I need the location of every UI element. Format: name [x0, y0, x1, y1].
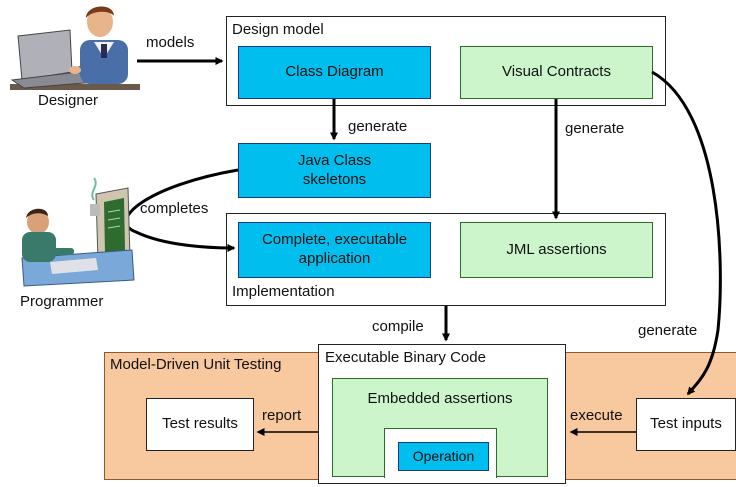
compile-label: compile	[372, 318, 424, 335]
test-inputs-box: Test inputs	[636, 398, 736, 451]
completes-label: completes	[140, 200, 209, 217]
report-label: report	[262, 407, 302, 424]
complete-app-line1: Complete, executable	[261, 231, 408, 249]
mdut-title: Model-Driven Unit Testing	[110, 356, 282, 373]
generate-left-label: generate	[348, 118, 408, 135]
binary-title: Executable Binary Code	[325, 349, 486, 366]
execute-label: execute	[570, 407, 623, 424]
operation-label: Operation	[412, 447, 475, 464]
visual-contracts-label: Visual Contracts	[502, 63, 611, 81]
test-results-label: Test results	[162, 415, 238, 433]
class-diagram-box: Class Diagram	[238, 46, 431, 99]
complete-app-box: Complete, executable application	[238, 222, 431, 278]
complete-app-line2: application	[298, 250, 371, 267]
designer-label: Designer	[38, 92, 99, 109]
embedded-assertions-label: Embedded assertions	[367, 390, 513, 407]
operation-box: Operation	[398, 442, 489, 471]
models-label: models	[146, 34, 195, 51]
test-results-box: Test results	[146, 398, 254, 451]
implementation-title: Implementation	[232, 283, 335, 300]
test-inputs-label: Test inputs	[650, 415, 722, 433]
java-skeletons-line2: skeletons	[302, 170, 367, 188]
class-diagram-label: Class Diagram	[285, 63, 384, 81]
completes-arrow	[124, 168, 239, 252]
programmer-label: Programmer	[20, 293, 104, 310]
java-skeletons-line1: Java Class	[297, 151, 372, 169]
jml-label: JML assertions	[506, 240, 607, 258]
jml-box: JML assertions	[460, 222, 653, 278]
visual-contracts-box: Visual Contracts	[460, 46, 653, 99]
generate-far-label: generate	[638, 322, 698, 339]
generate-test-inputs-arrow	[651, 70, 722, 396]
java-skeletons-box: Java Class skeletons	[238, 143, 431, 198]
generate-right-label: generate	[565, 120, 625, 137]
design-model-title: Design model	[232, 21, 324, 38]
